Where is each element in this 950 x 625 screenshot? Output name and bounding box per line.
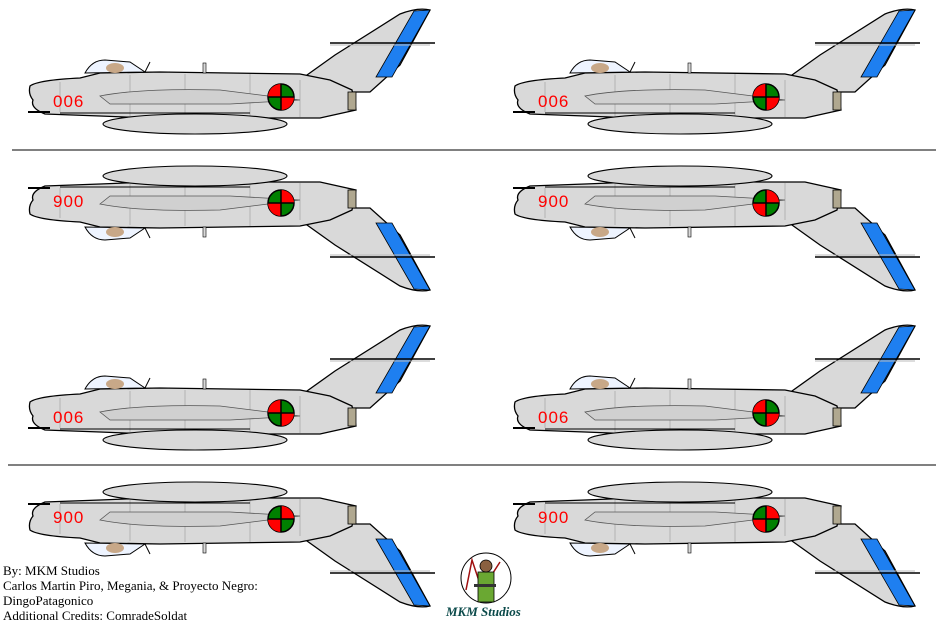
aircraft-number: 006: [53, 92, 84, 111]
jet-sprite-flipped: [513, 482, 920, 607]
aircraft-number: 900: [53, 508, 84, 527]
mkm-logo-emblem: [460, 552, 512, 604]
jet-sprite-flipped: [28, 166, 435, 291]
aircraft-number: 900: [53, 192, 84, 211]
aircraft-number: 006: [538, 408, 569, 427]
jet-sprite: [513, 325, 920, 450]
jet-sprite: [28, 9, 435, 134]
credits-line: DingoPatagonico: [3, 593, 94, 608]
aircraft-number: 900: [538, 508, 569, 527]
logo-text: MKM Studios: [446, 604, 521, 619]
credits-line: By: MKM Studios: [3, 563, 100, 578]
credits-line: Carlos Martin Piro, Megania, & Proyecto …: [3, 578, 258, 593]
credits-line: Additional Credits: ComradeSoldat: [3, 608, 188, 623]
aircraft-number: 006: [53, 408, 84, 427]
jet-sprite: [28, 325, 435, 450]
jet-sprite-flipped: [513, 166, 920, 291]
credits-block: By: MKM Studios Carlos Martin Piro, Mega…: [3, 563, 258, 623]
jet-sprite: [513, 9, 920, 134]
aircraft-number: 006: [538, 92, 569, 111]
aircraft-number: 900: [538, 192, 569, 211]
